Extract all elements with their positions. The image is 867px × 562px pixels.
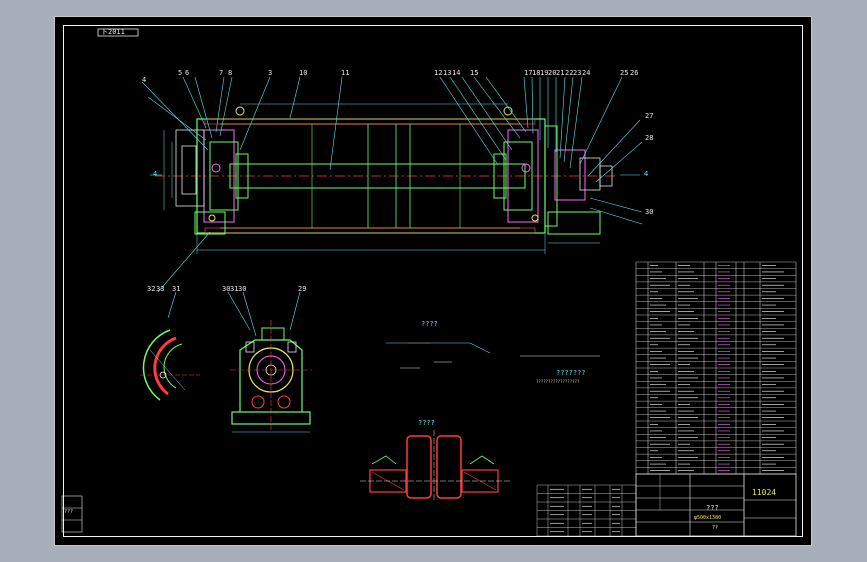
drawing-frame: [54, 16, 812, 546]
weld-annotation: [386, 342, 600, 369]
drawing-border: [63, 25, 803, 537]
arc-section-view: [140, 329, 200, 401]
title-sheet: ??: [712, 525, 719, 531]
part-number-label: 11: [341, 69, 350, 77]
part-number-label: 19: [540, 69, 549, 77]
part-number-label: 25: [620, 69, 629, 77]
part-number-label: 31: [172, 285, 181, 293]
part-number-label: 28: [645, 134, 654, 142]
part-number-label: 12: [434, 69, 443, 77]
technical-requirements-text: ??????????????????: [536, 379, 580, 384]
part-number-label: 22: [565, 69, 574, 77]
center-caption-2: ????: [418, 419, 435, 427]
leader-lines: [141, 76, 643, 337]
title-label-top: ???: [706, 504, 719, 512]
part-number-label: 32: [147, 285, 156, 293]
roller-section-view: [155, 103, 615, 254]
part-number-label: 30: [238, 285, 247, 293]
part-number-label: 33: [156, 285, 165, 293]
center-caption-1: ????: [421, 320, 438, 328]
part-number-label: 30: [645, 208, 654, 216]
part-number-label: 7: [219, 69, 224, 77]
gear-detail-view: [360, 430, 510, 500]
part-number-label: 8: [228, 69, 233, 77]
side-column-label: ???: [64, 509, 74, 515]
part-number-label: 30: [222, 285, 231, 293]
technical-requirements-title: ???????: [556, 369, 586, 377]
drawing-number: 11024: [752, 488, 777, 497]
title-label-bottom: φ500x1380: [694, 515, 722, 521]
side-column: [61, 495, 83, 533]
title-block: [635, 473, 797, 537]
part-number-label: 21: [556, 69, 565, 77]
part-number-label: 4: [142, 76, 147, 84]
part-number-label: 10: [299, 69, 308, 77]
part-number-label: 24: [582, 69, 591, 77]
part-number-label: 23: [573, 69, 582, 77]
part-number-label: 14: [452, 69, 461, 77]
bearing-housing-view: [230, 320, 312, 433]
part-number-label: 15: [470, 69, 479, 77]
part-number-label: 20: [548, 69, 557, 77]
part-number-label: 5: [178, 69, 183, 77]
section-marker-left: 4: [153, 170, 158, 178]
bill-of-materials: [635, 261, 797, 475]
part-number-label: 17: [524, 69, 533, 77]
parameter-table: [536, 484, 637, 537]
stamp-box: [97, 28, 139, 37]
part-number-label: 3: [268, 69, 273, 77]
part-number-label: 27: [645, 112, 654, 120]
drawing-stamp: 卜2011: [101, 28, 125, 36]
part-number-label: 6: [185, 69, 190, 77]
part-number-label: 29: [298, 285, 307, 293]
part-number-label: 26: [630, 69, 639, 77]
part-number-label: 13: [443, 69, 452, 77]
part-number-label: 18: [532, 69, 541, 77]
part-number-label: 31: [230, 285, 239, 293]
section-marker-right: 4: [644, 170, 649, 178]
